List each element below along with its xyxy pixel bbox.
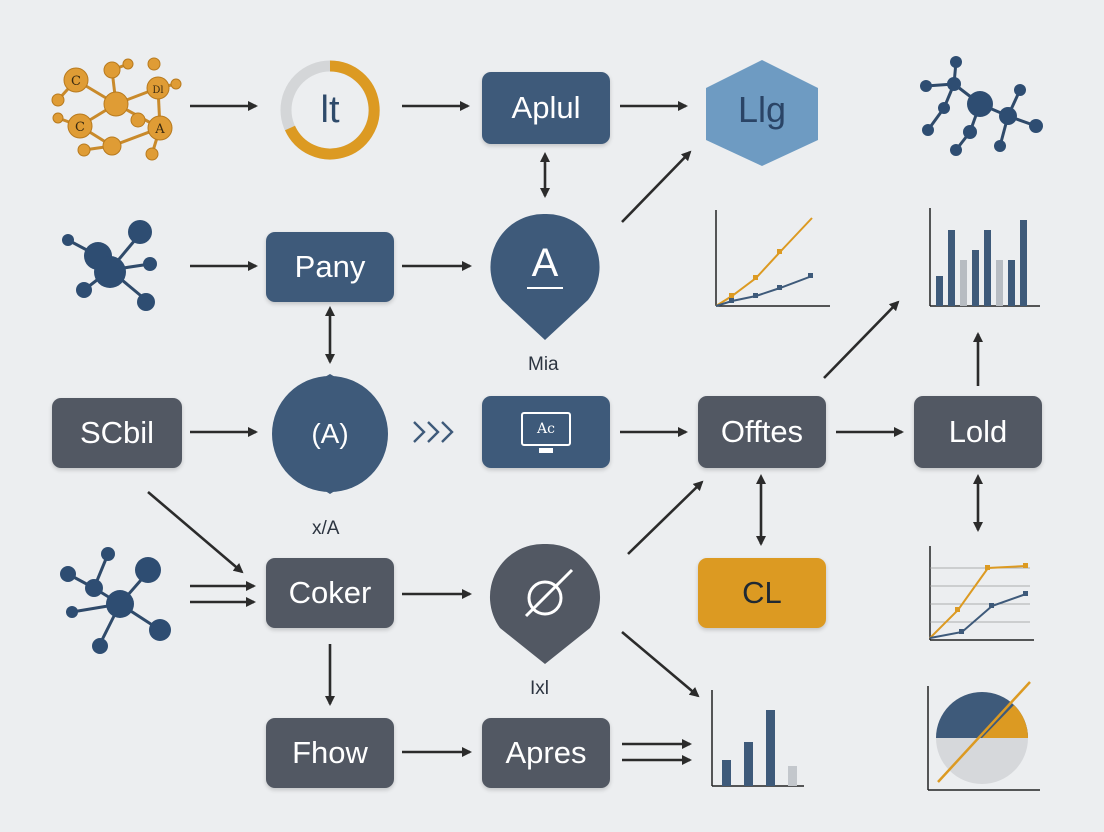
node-apres[interactable]: Apres	[482, 718, 610, 788]
arrow-diag-to-offtes	[627, 480, 704, 555]
arrow-scbil-to-coker	[147, 491, 244, 574]
node-offtes[interactable]: Offtes	[698, 396, 826, 468]
node-scbil-label: SCbil	[79, 415, 155, 450]
chevrons-icon	[413, 421, 454, 443]
caption-ixl: Ixl	[530, 678, 549, 699]
node-apres-label: Apres	[505, 735, 587, 770]
node-scbil[interactable]: SCbil	[52, 398, 182, 468]
caption-xi-a: x/A	[312, 518, 340, 539]
node-llg-label[interactable]: Llg	[737, 89, 787, 130]
node-ac[interactable]: Ac	[482, 396, 610, 468]
circle-node-a-label[interactable]: (A)	[311, 418, 349, 449]
node-fhow[interactable]: Fhow	[266, 718, 394, 788]
node-ac-label: Ac	[537, 421, 555, 437]
node-cl-label: CL	[742, 575, 782, 610]
arrow-diag-to-llg	[621, 150, 692, 223]
node-cl[interactable]: CL	[698, 558, 826, 628]
node-offtes-label: Offtes	[720, 414, 804, 449]
node-lold-label: Lold	[948, 414, 1008, 449]
node-pany[interactable]: Pany	[266, 232, 394, 302]
node-aplul[interactable]: Aplul	[482, 72, 610, 144]
caption-mia: Mia	[528, 354, 559, 375]
arrow-to-bar-chart	[823, 300, 900, 379]
node-pany-label: Pany	[294, 249, 366, 284]
node-fhow-label: Fhow	[292, 735, 368, 770]
monitor-icon: Ac	[521, 412, 571, 453]
node-coker-label: Coker	[288, 575, 372, 610]
arrow-pin-to-small-bars	[621, 631, 700, 698]
node-aplul-label: Aplul	[511, 90, 581, 125]
node-lold[interactable]: Lold	[914, 396, 1042, 468]
ring-node-label: lt	[320, 88, 340, 131]
node-coker[interactable]: Coker	[266, 558, 394, 628]
pin-node-a-label[interactable]: A	[531, 240, 559, 285]
